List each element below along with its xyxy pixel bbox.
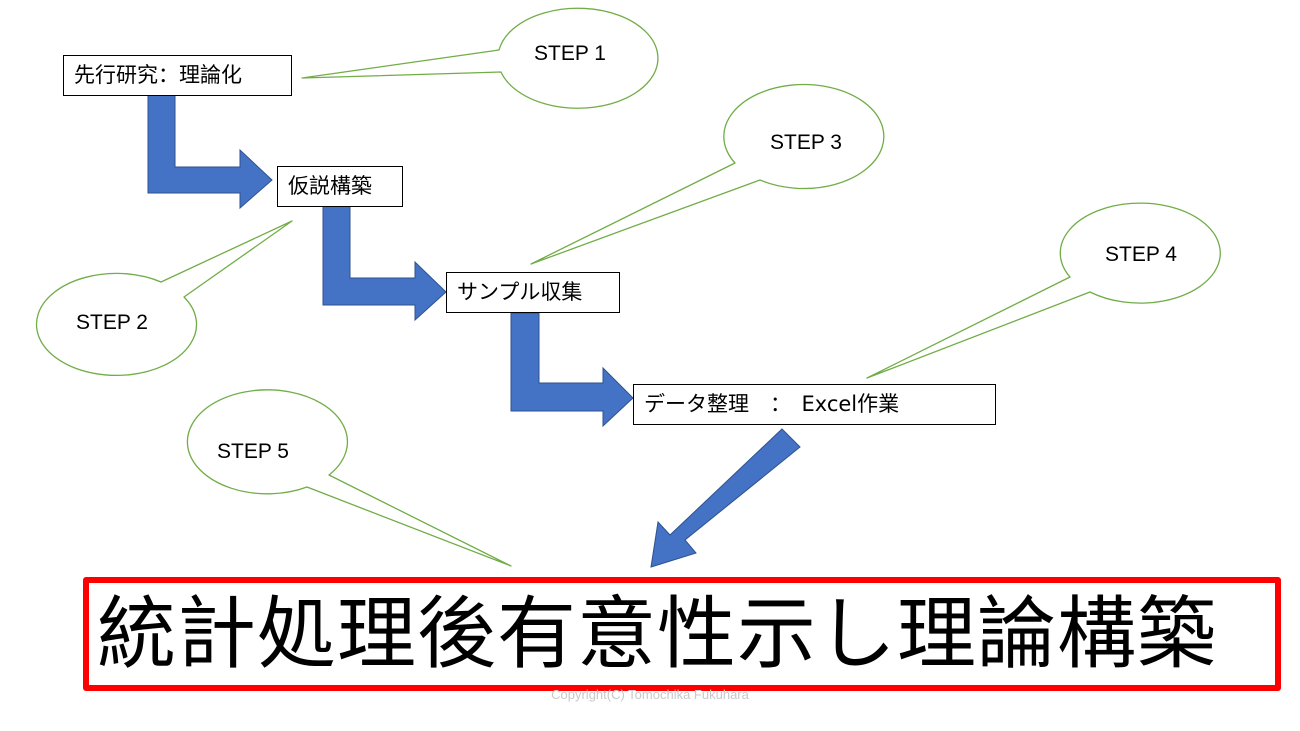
step-box-hypothesis: 仮説構築 xyxy=(277,166,403,207)
flow-arrow-1 xyxy=(147,94,273,210)
step-text: 先行研究：理論化 xyxy=(74,63,242,87)
callout-label-step-2: STEP 2 xyxy=(76,311,148,334)
final-result-text: 統計処理後有意性示し理論構築 xyxy=(97,587,1217,680)
callout-label-step-3: STEP 3 xyxy=(770,131,842,154)
step-box-prior-research: 先行研究：理論化 xyxy=(63,55,292,96)
flow-arrow-4 xyxy=(650,428,801,568)
step-box-sample-collection: サンプル収集 xyxy=(446,272,620,313)
step-text: 仮説構築 xyxy=(288,174,372,198)
callout-bubble-5 xyxy=(186,389,512,567)
callout-bubble-4 xyxy=(866,202,1221,379)
callout-label-step-4: STEP 4 xyxy=(1105,243,1177,266)
step-box-data-cleanup: データ整理 ： Excel作業 xyxy=(633,384,996,425)
callout-bubble-2 xyxy=(35,220,293,377)
step-text: サンプル収集 xyxy=(457,280,583,304)
callout-bubble-1 xyxy=(301,7,659,109)
copyright-notice: Copyright(C) Tomochika Fukuhara xyxy=(551,687,749,702)
final-result-box: 統計処理後有意性示し理論構築 xyxy=(83,577,1281,691)
callout-bubble-3 xyxy=(530,83,885,265)
callout-label-step-5: STEP 5 xyxy=(217,440,289,463)
step-text: データ整理 ： Excel作業 xyxy=(644,392,900,416)
flow-arrow-2 xyxy=(322,205,447,322)
callout-label-step-1: STEP 1 xyxy=(534,42,606,65)
flow-arrow-3 xyxy=(510,312,634,428)
